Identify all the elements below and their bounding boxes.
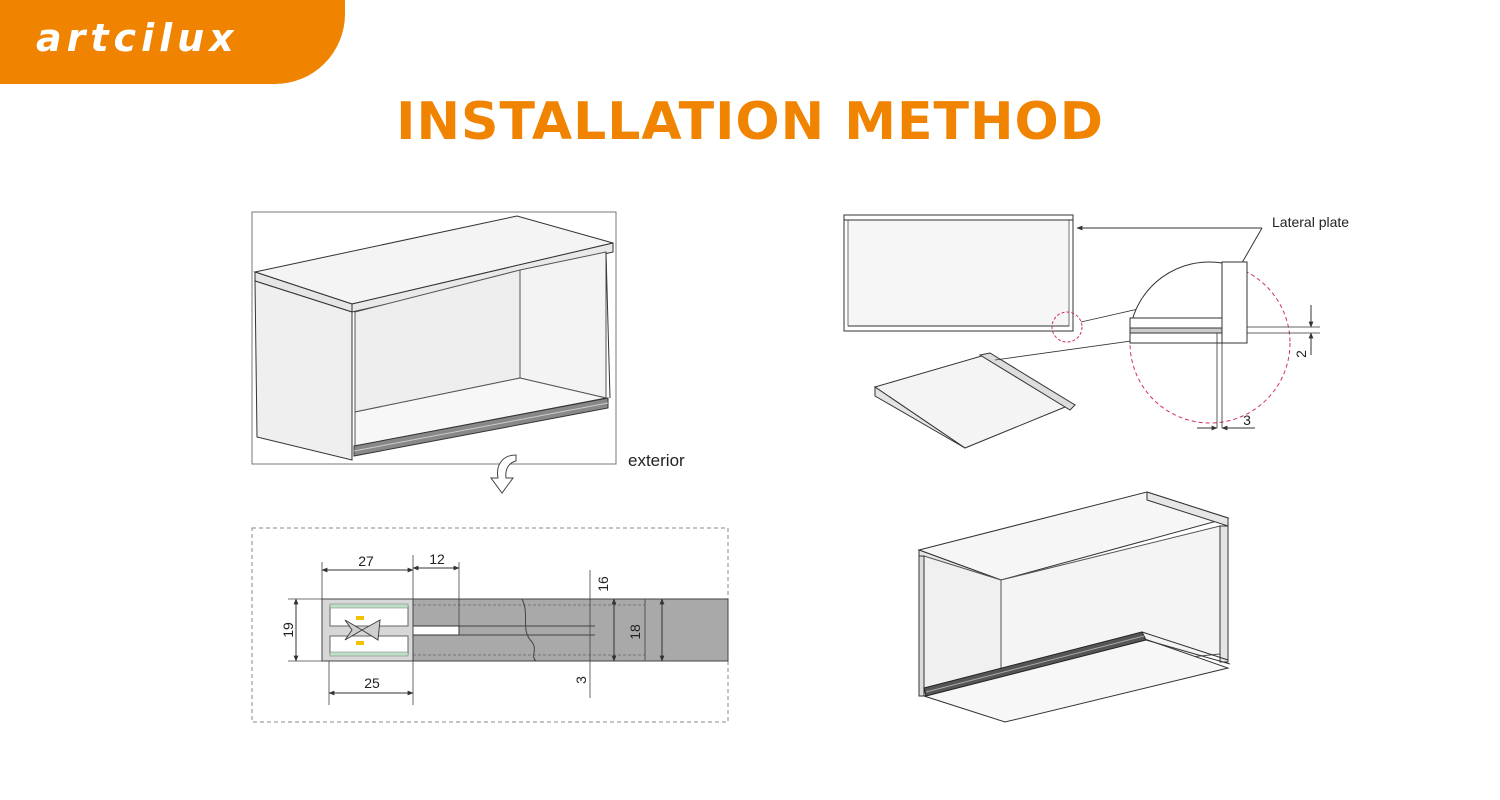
cabinet-side-right	[519, 251, 607, 399]
cabinet-top-front	[351, 242, 614, 313]
lateral-plate-panel	[873, 354, 1072, 449]
section-frame	[251, 527, 729, 723]
curved-down-arrow-icon	[490, 454, 517, 494]
dim-height-left: 19	[280, 622, 296, 638]
exterior-label: exterior	[628, 451, 685, 470]
dim-board-offset: 16	[595, 576, 611, 592]
lateral-plate-figure	[843, 214, 1320, 449]
dim-gap: 12	[429, 551, 445, 567]
dim-board-height: 18	[627, 624, 643, 640]
cross-section-figure	[251, 527, 729, 723]
lateral-plate-callout: Lateral plate	[1272, 214, 1349, 230]
cabinet-inner-side	[923, 555, 1002, 691]
brand-logo-tab: artcilux	[0, 0, 345, 84]
cabinet-underside-figure	[917, 491, 1231, 723]
cabinet-side-left	[254, 280, 353, 461]
dim-vertical-detail: 2	[1293, 350, 1309, 358]
cabinet-exterior-figure	[251, 211, 617, 465]
board-slot	[412, 625, 460, 636]
aluminum-profile	[321, 598, 414, 662]
dim-width-top: 27	[358, 553, 374, 569]
brand-logo: artcilux	[36, 16, 239, 60]
dim-width-bottom: 25	[364, 675, 380, 691]
board-section	[412, 598, 729, 662]
detail-marker-circle	[1051, 311, 1083, 343]
dim-horizontal-detail: 3	[1243, 412, 1251, 428]
page-title: INSTALLATION METHOD	[396, 92, 1104, 152]
magnified-detail-circle	[1129, 262, 1291, 424]
dim-slot: 3	[573, 676, 589, 684]
